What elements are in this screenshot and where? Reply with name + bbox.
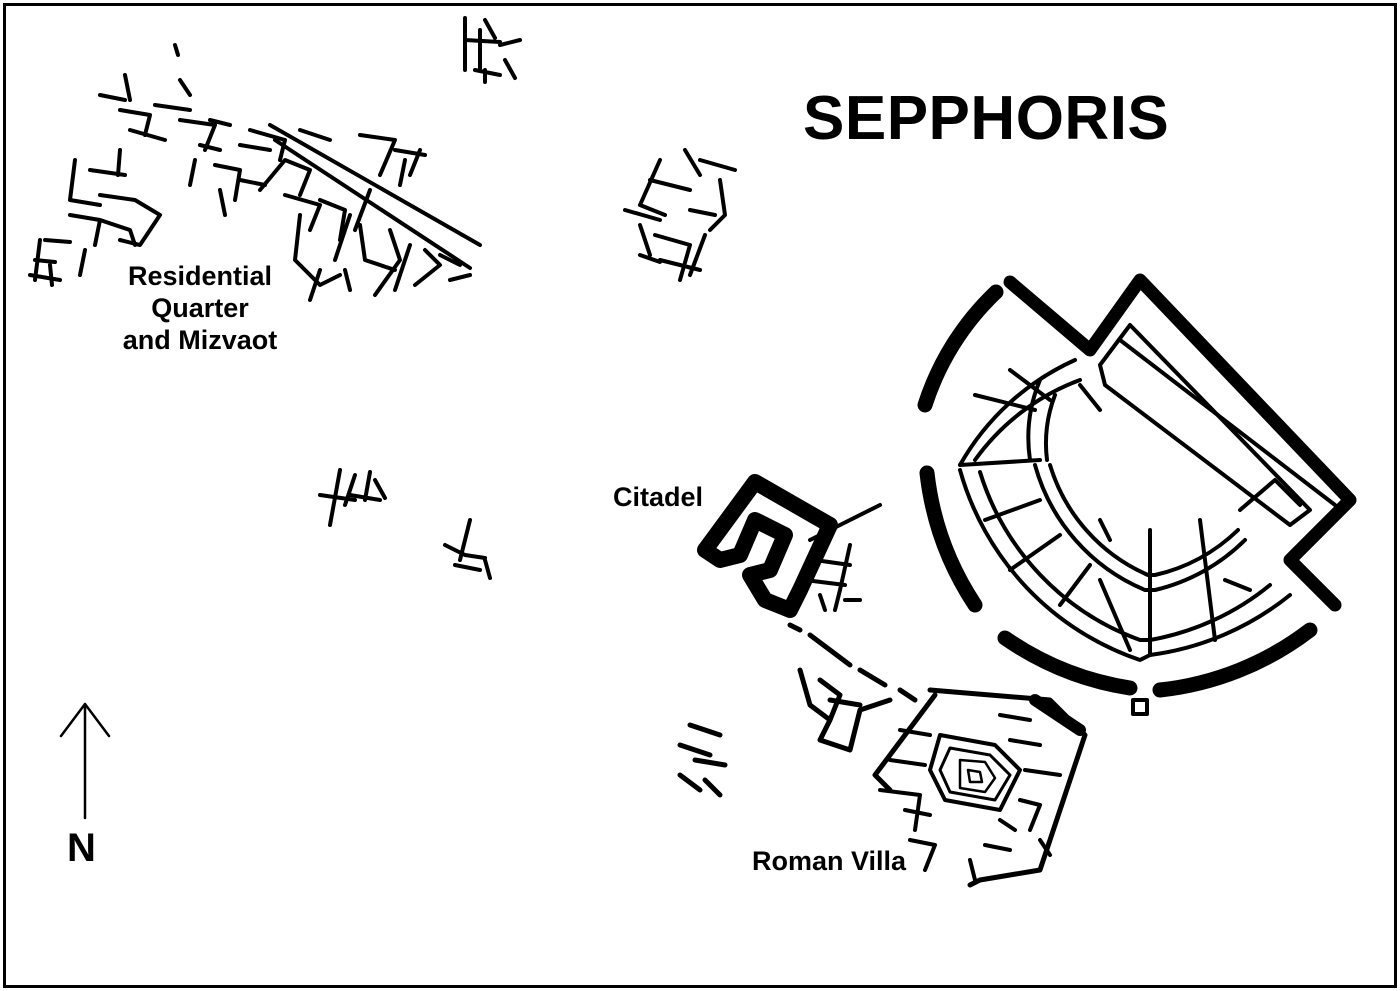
connecting-ruins <box>677 622 918 798</box>
label-citadel: Citadel <box>613 482 704 512</box>
label-residential-line-3: and Mizvaot <box>122 325 278 355</box>
roman-villa <box>872 687 1088 888</box>
north-fragment-ruins <box>463 16 522 84</box>
residential-quarter-ruins <box>28 43 482 302</box>
middle-fragment-ruins <box>623 148 737 282</box>
map-title: SEPPHORIS <box>803 84 1170 153</box>
label-roman-villa: Roman Villa <box>752 846 907 876</box>
label-residential-quarter: Residential Quarter and Mizvaot <box>100 260 300 356</box>
label-residential-line-2: Quarter <box>151 293 249 323</box>
north-label: N <box>67 826 96 870</box>
arrow-up-icon <box>59 702 111 820</box>
central-small-ruins <box>318 468 492 580</box>
label-residential-line-1: Residential <box>127 261 273 291</box>
citadel <box>697 474 882 618</box>
roman-theatre <box>917 273 1357 716</box>
